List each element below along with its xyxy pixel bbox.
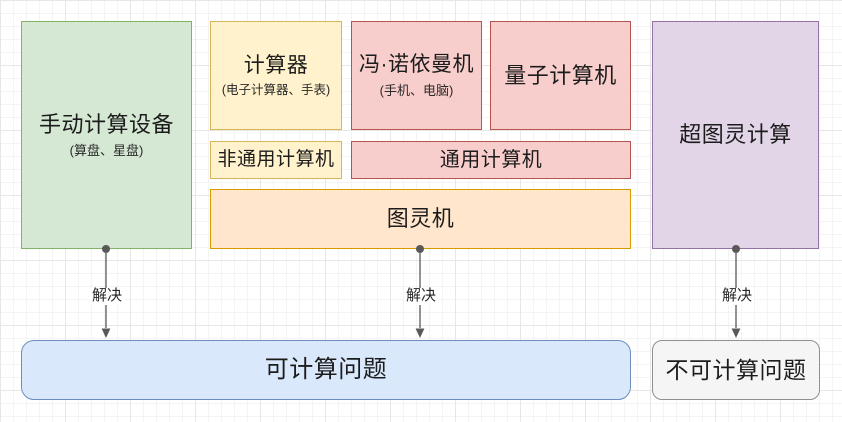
node-title: 手动计算设备 <box>38 112 174 138</box>
node-title: 通用计算机 <box>439 148 543 171</box>
node-manual-computing-devices[interactable]: 手动计算设备 (算盘、星盘) <box>21 21 192 249</box>
node-title: 不可计算问题 <box>665 356 807 383</box>
node-title: 量子计算机 <box>504 62 617 88</box>
node-general-purpose-computer[interactable]: 通用计算机 <box>351 141 631 179</box>
node-title: 可计算问题 <box>264 356 388 383</box>
node-uncomputable-problems[interactable]: 不可计算问题 <box>652 340 820 400</box>
node-title: 超图灵计算 <box>679 122 792 148</box>
arrowhead-icon <box>415 328 425 338</box>
node-non-general-purpose-computer[interactable]: 非通用计算机 <box>210 141 342 179</box>
arrowhead-icon <box>101 328 111 338</box>
node-title: 非通用计算机 <box>217 149 335 171</box>
node-subtitle: (手机、电脑) <box>379 82 454 98</box>
node-subtitle: (算盘、星盘) <box>69 142 144 158</box>
arrowhead-icon <box>731 328 741 338</box>
node-title: 图灵机 <box>386 206 455 232</box>
edge-label-solve-turing[interactable]: 解决 <box>403 287 439 305</box>
node-title: 冯·诺依曼机 <box>359 53 474 77</box>
node-computable-problems[interactable]: 可计算问题 <box>21 340 631 400</box>
node-turing-machine[interactable]: 图灵机 <box>210 189 631 249</box>
edge-label-solve-super-turing[interactable]: 解决 <box>719 287 755 305</box>
edge-label-solve-manual[interactable]: 解决 <box>89 287 125 305</box>
node-calculator[interactable]: 计算器 (电子计算器、手表) <box>210 21 342 130</box>
node-von-neumann-machine[interactable]: 冯·诺依曼机 (手机、电脑) <box>351 21 482 130</box>
node-subtitle: (电子计算器、手表) <box>221 82 331 97</box>
node-super-turing-computing[interactable]: 超图灵计算 <box>652 21 819 249</box>
node-title: 计算器 <box>243 53 309 77</box>
node-quantum-computer[interactable]: 量子计算机 <box>490 21 631 130</box>
